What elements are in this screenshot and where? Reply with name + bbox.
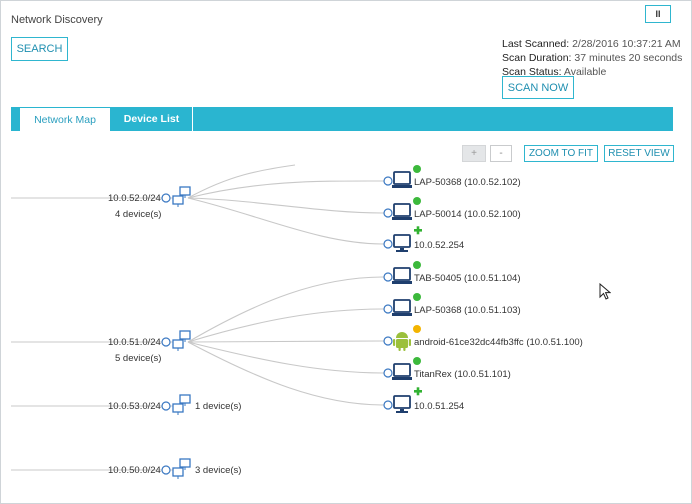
new-device-plus-icon — [414, 387, 422, 396]
edge — [187, 164, 296, 199]
tab-bar: Network Map Device List — [11, 107, 673, 131]
device-label: LAP-50368 (10.0.51.103) — [414, 305, 521, 316]
device-node[interactable]: 10.0.52.254 — [383, 226, 464, 252]
node-connector[interactable] — [383, 400, 393, 410]
scan-now-button[interactable]: SCAN NOW — [502, 76, 574, 99]
node-connector[interactable] — [383, 272, 393, 282]
search-button[interactable]: SEARCH — [11, 37, 68, 61]
scan-status-value: Available — [563, 66, 607, 78]
network-switch-icon — [172, 186, 191, 207]
edge — [187, 197, 385, 245]
new-device-plus-icon — [414, 226, 422, 235]
network-switch-icon — [172, 330, 191, 351]
subnet-node[interactable]: 10.0.52.0/24 4 device(s) — [108, 186, 191, 220]
last-scanned-value: 2/28/2016 10:37:21 AM — [572, 38, 681, 50]
node-connector[interactable] — [383, 208, 393, 218]
device-label: android-61ce32dc44fb3ffc (10.0.51.100) — [414, 337, 583, 348]
zoom-in-button[interactable]: + — [462, 145, 486, 162]
network-switch-icon — [172, 394, 191, 415]
subnet-name: 10.0.53.0/24 — [108, 401, 161, 412]
node-connector[interactable] — [383, 239, 393, 249]
device-label: TAB-50405 (10.0.51.104) — [414, 273, 521, 284]
zoom-to-fit-button[interactable]: ZOOM TO FIT — [524, 145, 598, 162]
node-connector[interactable] — [383, 336, 393, 346]
subnet-count: 5 device(s) — [115, 353, 161, 364]
monitor-icon — [393, 234, 411, 252]
device-label: 10.0.51.254 — [414, 401, 464, 412]
edge — [187, 197, 385, 214]
node-connector[interactable] — [383, 304, 393, 314]
edge — [187, 180, 385, 199]
network-switch-icon — [172, 458, 191, 479]
mouse-cursor-icon — [599, 283, 611, 300]
laptop-icon — [392, 363, 412, 380]
subnet-count: 4 device(s) — [115, 209, 161, 220]
device-node[interactable]: LAP-50368 (10.0.51.103) — [383, 293, 521, 316]
laptop-icon — [392, 203, 412, 220]
subnet-count: 1 device(s) — [195, 401, 241, 412]
node-connector[interactable] — [161, 465, 171, 475]
device-label: LAP-50368 (10.0.52.102) — [414, 177, 521, 188]
node-connector[interactable] — [161, 193, 171, 203]
scan-status-label: Scan Status: — [502, 66, 562, 78]
edge — [187, 341, 385, 374]
reset-view-button[interactable]: RESET VIEW — [604, 145, 674, 162]
edge — [187, 308, 385, 343]
device-node[interactable]: TitanRex (10.0.51.101) — [383, 357, 511, 380]
device-node[interactable]: LAP-50014 (10.0.52.100) — [383, 197, 521, 220]
edge — [187, 341, 385, 406]
subnet-node[interactable]: 10.0.50.0/24 3 device(s) — [108, 458, 241, 479]
subnet-node[interactable]: 10.0.53.0/24 1 device(s) — [108, 394, 241, 415]
status-warning-icon — [413, 325, 421, 333]
subnet-node[interactable]: 10.0.51.0/24 5 device(s) — [108, 330, 191, 364]
zoom-out-button[interactable]: - — [490, 145, 512, 162]
device-node[interactable]: android-61ce32dc44fb3ffc (10.0.51.100) — [383, 325, 583, 351]
status-online-icon — [413, 197, 421, 205]
node-connector[interactable] — [383, 176, 393, 186]
device-label: LAP-50014 (10.0.52.100) — [414, 209, 521, 220]
last-scanned-label: Last Scanned: — [502, 38, 570, 50]
edge — [187, 276, 385, 343]
status-online-icon — [413, 165, 421, 173]
subnet-count: 3 device(s) — [195, 465, 241, 476]
node-connector[interactable] — [161, 401, 171, 411]
device-label: TitanRex (10.0.51.101) — [414, 369, 511, 380]
node-connector[interactable] — [161, 337, 171, 347]
subnet-name: 10.0.50.0/24 — [108, 465, 161, 476]
scan-duration-label: Scan Duration: — [502, 52, 572, 64]
laptop-icon — [392, 171, 412, 188]
device-node[interactable]: TAB-50405 (10.0.51.104) — [383, 261, 521, 284]
device-label: 10.0.52.254 — [414, 240, 464, 251]
android-icon — [393, 332, 411, 351]
laptop-icon — [392, 299, 412, 316]
subnet-name: 10.0.51.0/24 — [108, 337, 161, 348]
monitor-icon — [393, 395, 411, 413]
scan-info: Last Scanned: 2/28/2016 10:37:21 AM Scan… — [502, 37, 682, 79]
status-online-icon — [413, 293, 421, 301]
map-edges — [11, 164, 385, 471]
status-online-icon — [413, 261, 421, 269]
device-node[interactable]: 10.0.51.254 — [383, 387, 464, 413]
scan-duration-value: 37 minutes 20 seconds — [574, 52, 683, 64]
device-node[interactable]: LAP-50368 (10.0.52.102) — [383, 165, 521, 188]
tab-network-map[interactable]: Network Map — [19, 107, 111, 131]
laptop-icon — [392, 267, 412, 284]
node-connector[interactable] — [383, 368, 393, 378]
tab-device-list[interactable]: Device List — [111, 107, 193, 131]
status-online-icon — [413, 357, 421, 365]
pause-button[interactable]: II — [645, 5, 671, 23]
page-title: Network Discovery — [11, 14, 103, 26]
subnet-name: 10.0.52.0/24 — [108, 193, 161, 204]
edge — [187, 340, 385, 343]
